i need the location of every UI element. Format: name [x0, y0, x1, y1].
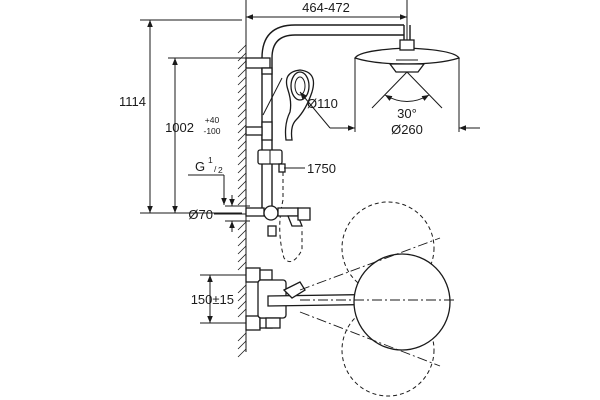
wall-hatch-stroke [237, 76, 247, 86]
wall-hatch-stroke [237, 261, 247, 271]
dim-thread-den: 2 [218, 165, 223, 175]
dim-top-width [245, 0, 408, 45]
wall-hatch-stroke [237, 300, 247, 310]
dim-riser-height-label: 1002 [165, 120, 194, 135]
dim-hand-shower-label: Ø110 [307, 96, 338, 111]
hand-shower [262, 69, 331, 141]
wall-hatch-stroke [237, 188, 247, 198]
dim-riser-tol-plus: +40 [205, 115, 220, 125]
wall-hatch-stroke [237, 229, 247, 239]
wall-hatch-stroke [237, 132, 247, 142]
wall-hatch-stroke [237, 108, 247, 118]
wall-hatch-stroke [237, 332, 247, 342]
dim-riser-height [168, 57, 246, 213]
dim-hose-label: 1750 [307, 161, 336, 176]
dim-total-height [140, 19, 242, 214]
wall-hatch-stroke [237, 253, 247, 263]
wall-hatch-stroke [237, 292, 247, 302]
wall-hatch-stroke [237, 60, 247, 70]
dim-riser-tol-minus: -100 [203, 126, 220, 136]
dim-inlet-spacing-label: 150±15 [191, 292, 234, 307]
dim-inlet-spacing [200, 274, 246, 324]
wall-hatch-stroke [237, 92, 247, 102]
dim-top-width-label: 464-472 [302, 0, 350, 15]
dim-thread-letter: G [195, 159, 205, 174]
dim-head-angle-label: 30° [397, 106, 417, 121]
dim-head-shower-label: Ø260 [391, 122, 423, 137]
wall-hatch-stroke [237, 156, 247, 166]
wall-hatch-stroke [237, 172, 247, 182]
wall-hatch-stroke [237, 196, 247, 206]
mixer-upper [245, 205, 311, 237]
head-shower [330, 39, 480, 132]
wall-hatch-stroke [237, 308, 247, 318]
dim-flange [214, 195, 250, 232]
wall-hatch-stroke [237, 116, 247, 126]
dim-thread-num: 1 [208, 155, 213, 165]
wall-hatch-stroke [237, 348, 247, 358]
lever-swing-circles [299, 201, 455, 397]
wall-hatch-stroke [237, 100, 247, 110]
wall-hatch-stroke [237, 164, 247, 174]
wall-hatch-stroke [237, 68, 247, 78]
wall-hatch-stroke [237, 44, 247, 54]
wall-hatch-stroke [237, 140, 247, 150]
hose [279, 172, 303, 263]
wall-hatch-stroke [237, 245, 247, 255]
wall-hatch-stroke [237, 148, 247, 158]
wall-hatch-stroke [237, 124, 247, 134]
wall-hatch-stroke [237, 340, 247, 350]
wall-hatch-stroke [237, 52, 247, 62]
dim-total-height-label: 1114 [119, 94, 146, 109]
dim-thread [188, 174, 227, 205]
dim-flange-label: Ø70 [188, 207, 213, 222]
slide-holder [257, 149, 286, 173]
wall-hatch [237, 44, 247, 358]
dim-thread-slash: / [214, 164, 217, 174]
wall-hatch-stroke [237, 84, 247, 94]
wall-bracket-upper [245, 57, 273, 75]
wall-bracket-lower [245, 121, 273, 141]
wall-hatch-stroke [237, 237, 247, 247]
wall-hatch-stroke [237, 221, 247, 231]
wall-hatch-stroke [237, 180, 247, 190]
wall-hatch-stroke [237, 284, 247, 294]
